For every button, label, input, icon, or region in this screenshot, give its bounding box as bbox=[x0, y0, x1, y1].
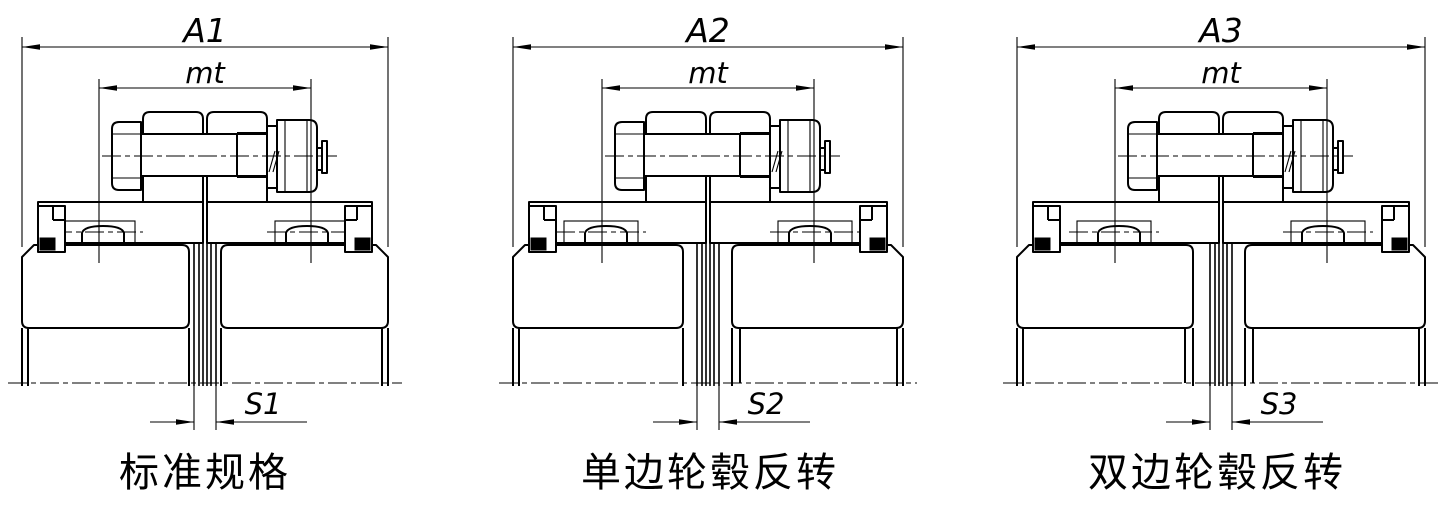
gear-tooth-right bbox=[788, 225, 832, 243]
thread-mark bbox=[272, 150, 280, 173]
dim-label-tooth-span: mt bbox=[1201, 56, 1242, 90]
coupling-section-drawing bbox=[499, 37, 917, 430]
bolt-shank bbox=[141, 134, 267, 176]
dim-label-gap: S3 bbox=[1261, 387, 1298, 421]
washer bbox=[1282, 125, 1294, 189]
hub-left bbox=[512, 244, 684, 329]
coupling-section-drawing bbox=[8, 37, 402, 430]
seal-left bbox=[1034, 237, 1051, 251]
hub-right bbox=[731, 244, 904, 329]
flange-right bbox=[709, 111, 771, 203]
thread-mark bbox=[1288, 150, 1296, 173]
coupling-section-drawing bbox=[1003, 37, 1439, 430]
panel-one-side-hub-reversed: A2 mt S2 bbox=[499, 11, 917, 430]
flange-right bbox=[1222, 111, 1284, 203]
flange-left bbox=[142, 111, 204, 203]
seal-right bbox=[354, 237, 371, 251]
caption-standard: 标准规格 bbox=[119, 451, 291, 495]
bolt-stub-end bbox=[321, 140, 328, 174]
bolt-shank bbox=[644, 134, 770, 176]
panel-both-sides-hub-reversed: A3 mt S3 bbox=[1003, 11, 1439, 430]
bolt-stub-end bbox=[1337, 140, 1344, 174]
seal-right bbox=[1391, 237, 1408, 251]
bolt-head bbox=[111, 121, 142, 191]
panel-standard: A1 mt S1 bbox=[8, 11, 402, 430]
hub-left bbox=[21, 244, 190, 329]
dim-label-outer-width: A2 bbox=[684, 11, 730, 50]
bolt-stub-end bbox=[824, 140, 831, 174]
dim-label-tooth-span: mt bbox=[185, 56, 226, 90]
thread-mark bbox=[775, 150, 783, 173]
washer bbox=[769, 125, 781, 189]
dim-label-outer-width: A1 bbox=[181, 11, 227, 50]
seal-left bbox=[530, 237, 547, 251]
bolt-head bbox=[1127, 121, 1158, 191]
thread-mark bbox=[1284, 150, 1292, 173]
gear-tooth-left bbox=[81, 225, 125, 243]
washer bbox=[266, 125, 278, 189]
bolt-shank bbox=[1157, 134, 1283, 176]
hub-right bbox=[1244, 244, 1426, 329]
thread-mark bbox=[268, 150, 276, 173]
gear-tooth-right bbox=[285, 225, 329, 243]
dim-label-gap: S1 bbox=[245, 387, 282, 421]
seal-right bbox=[869, 237, 886, 251]
gear-tooth-left bbox=[1097, 225, 1141, 243]
gear-tooth-right bbox=[1301, 225, 1345, 243]
caption-both-sides-hub-reversed: 双边轮毂反转 bbox=[1088, 451, 1346, 495]
flange-left bbox=[645, 111, 707, 203]
caption-one-side-hub-reversed: 单边轮毂反转 bbox=[581, 451, 839, 495]
gear-tooth-left bbox=[584, 225, 628, 243]
thread-mark bbox=[771, 150, 779, 173]
hub-right bbox=[220, 244, 389, 329]
hub-left bbox=[1016, 244, 1194, 329]
dim-label-tooth-span: mt bbox=[688, 56, 729, 90]
flange-left bbox=[1158, 111, 1220, 203]
dim-label-outer-width: A3 bbox=[1197, 11, 1243, 50]
seal-left bbox=[39, 237, 56, 251]
flange-right bbox=[206, 111, 268, 203]
bolt-head bbox=[614, 121, 645, 191]
dim-label-gap: S2 bbox=[748, 387, 785, 421]
